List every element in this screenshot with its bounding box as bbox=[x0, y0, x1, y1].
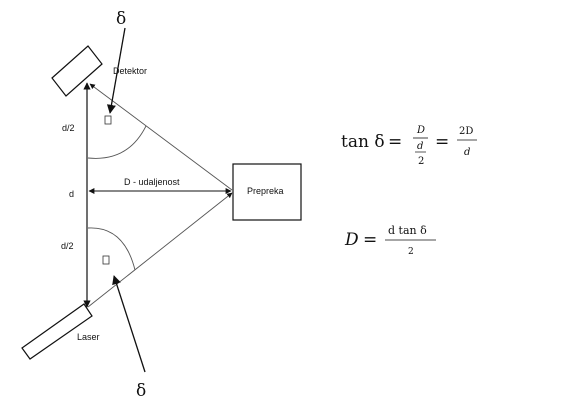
obstacle-box bbox=[232, 163, 302, 221]
half-d-top-label: d/2 bbox=[62, 123, 75, 133]
svg-text:D: D bbox=[416, 125, 425, 136]
formula-distance: D = d tan δ 2 bbox=[344, 224, 436, 257]
d-label: d bbox=[69, 189, 74, 199]
half-d-bottom-label: d/2 bbox=[61, 241, 74, 251]
delta-bottom-arrow bbox=[112, 275, 146, 373]
delta-bottom-label: δ bbox=[136, 381, 146, 401]
angle-arc-bottom bbox=[87, 227, 136, 271]
svg-text:tan δ: tan δ bbox=[341, 132, 385, 152]
svg-text:=: = bbox=[363, 230, 377, 250]
svg-text:d: d bbox=[417, 141, 423, 152]
delta-top-label: δ bbox=[116, 9, 126, 29]
svg-text:2: 2 bbox=[408, 247, 414, 257]
svg-text:d: d bbox=[464, 147, 470, 158]
svg-text:=: = bbox=[435, 132, 449, 152]
detector-box bbox=[51, 45, 103, 97]
detector-label: Detektor bbox=[113, 66, 147, 76]
angle-marker-top bbox=[104, 115, 112, 125]
laser-beam-line bbox=[87, 192, 233, 308]
svg-text:d tan δ: d tan δ bbox=[388, 224, 427, 237]
svg-text:D: D bbox=[344, 230, 359, 250]
angle-marker-bottom bbox=[102, 255, 110, 265]
formula-tan-delta: tan δ = D d 2 = 2D d bbox=[341, 125, 477, 167]
distance-label: D - udaljenost bbox=[124, 177, 180, 187]
angle-arc-top bbox=[87, 125, 147, 159]
delta-top-arrow bbox=[106, 27, 126, 114]
reflected-beam-line bbox=[89, 83, 233, 191]
svg-text:=: = bbox=[388, 132, 402, 152]
svg-text:2: 2 bbox=[418, 156, 424, 167]
obstacle-label: Prepreka bbox=[247, 186, 284, 196]
svg-text:2D: 2D bbox=[459, 126, 473, 137]
laser-label: Laser bbox=[77, 332, 100, 342]
laser-box bbox=[21, 303, 93, 360]
